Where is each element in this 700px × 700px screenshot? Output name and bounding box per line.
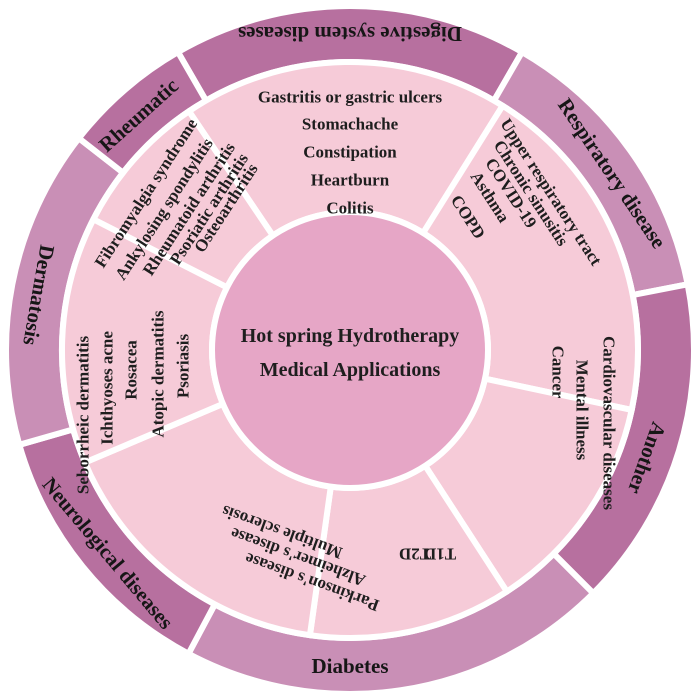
center-disc	[209, 209, 491, 491]
condition-label-stomachache: Stomachache	[302, 115, 399, 134]
condition-label-t2d: T2D	[399, 545, 431, 564]
condition-label-heartburn: Heartburn	[311, 171, 390, 190]
condition-label-gastritis-or-gastric-ulcers: Gastritis or gastric ulcers	[258, 88, 443, 107]
condition-label-t1d: T1D	[424, 545, 456, 564]
condition-label-ichthyoses-acne: Ichthyoses acne	[98, 331, 117, 445]
condition-label-colitis: Colitis	[326, 199, 374, 218]
category-label-diabetes: Diabetes	[312, 654, 389, 678]
condition-label-cardiovascular-diseases: Cardiovascular diseases	[600, 336, 619, 510]
category-label-digestive-system-diseases: Digestive system diseases	[238, 22, 462, 46]
center-hub: Hot spring Hydrotherapy Medical Applicat…	[209, 209, 491, 491]
condition-label-mental-illness: Mental illness	[573, 360, 592, 461]
center-title-line-2: Medical Applications	[260, 359, 441, 381]
condition-label-psoriasis: Psoriasis	[174, 334, 193, 399]
center-title-line-1: Hot spring Hydrotherapy	[241, 325, 460, 347]
condition-label-rosacea: Rosacea	[122, 340, 141, 400]
condition-label-constipation: Constipation	[303, 143, 397, 162]
condition-label-cancer: Cancer	[549, 346, 568, 399]
condition-label-atopic-dermatitis: Atopic dermatitis	[149, 310, 168, 437]
condition-label-seborrheic-dermatitis: Seborrheic dermatitis	[74, 336, 93, 495]
